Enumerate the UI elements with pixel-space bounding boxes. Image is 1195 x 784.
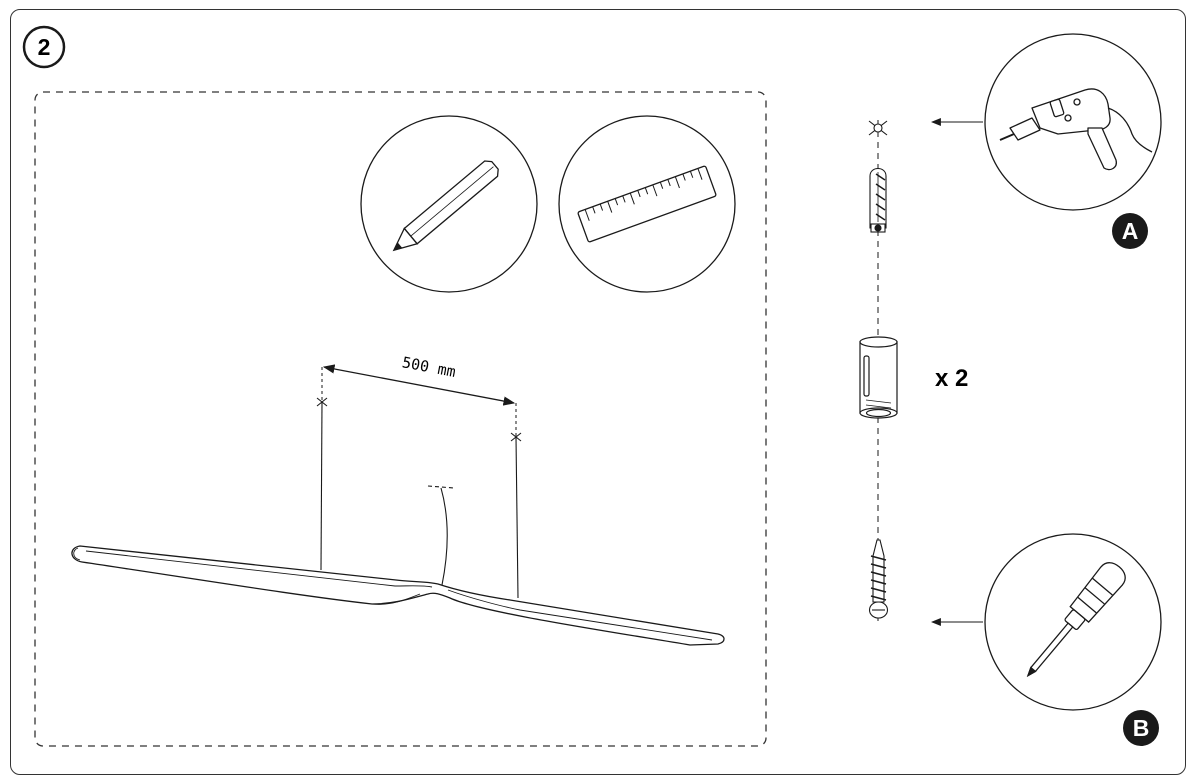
badge-b: B — [1123, 710, 1159, 746]
badge-b-label: B — [1133, 715, 1150, 741]
screw-icon — [868, 539, 889, 619]
lamp-fixture — [71, 545, 725, 646]
drill-icon — [984, 33, 1162, 211]
instruction-panel — [10, 9, 1186, 775]
quantity-label: x 2 — [935, 365, 968, 392]
wall-plug-icon — [869, 167, 887, 233]
badge-a-label: A — [1122, 218, 1139, 244]
drill-mark-icon — [868, 120, 888, 136]
installation-area — [34, 91, 767, 747]
pencil-icon — [360, 115, 538, 293]
step-number: 2 — [38, 34, 51, 60]
screwdriver-icon — [984, 533, 1162, 711]
dimension-500mm: 500 mm — [321, 353, 517, 437]
dimension-label: 500 mm — [401, 353, 458, 381]
ruler-icon — [558, 115, 736, 293]
badge-a: A — [1112, 213, 1148, 249]
step-number-badge: 2 — [22, 25, 66, 69]
suspension-wires — [316, 397, 522, 599]
ceiling-cup-icon — [859, 336, 898, 419]
